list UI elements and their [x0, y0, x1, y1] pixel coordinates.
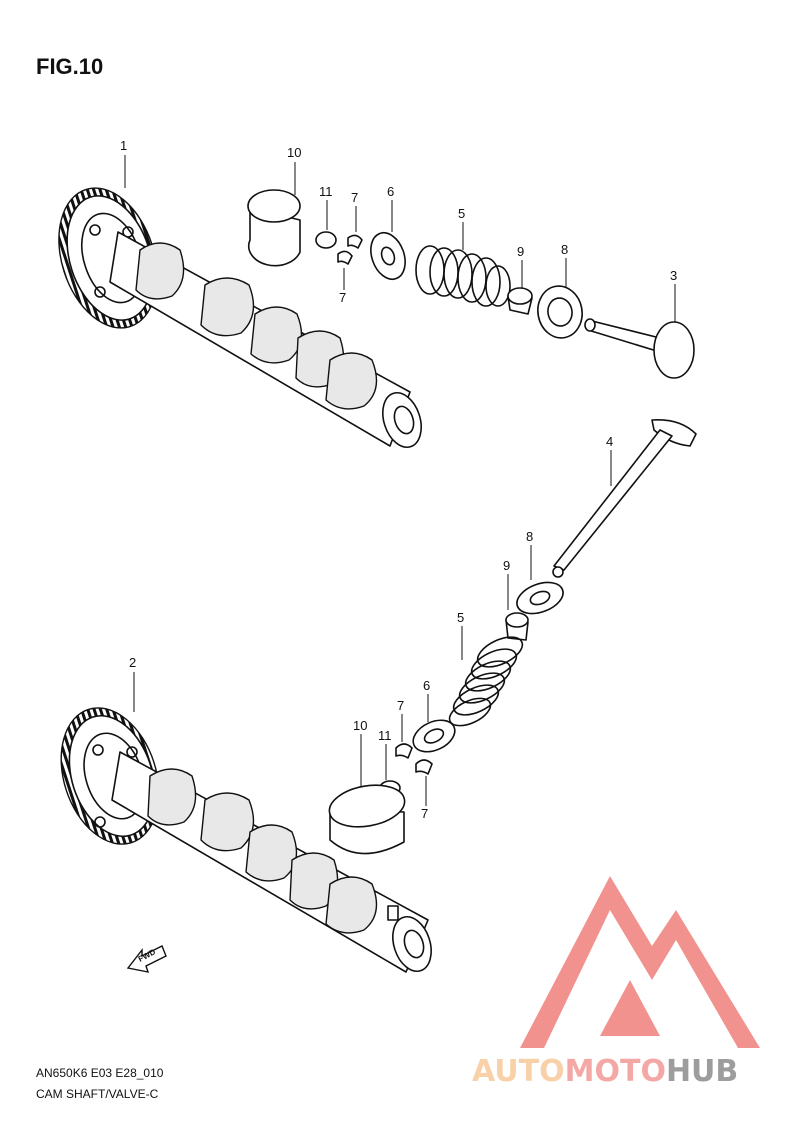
fwd-arrow: FWD [126, 945, 167, 973]
callout-10-lower: 10 [353, 718, 367, 733]
callout-2: 2 [129, 655, 136, 670]
callout-7-lower-top: 7 [397, 698, 404, 713]
watermark-auto: AUTO [472, 1054, 565, 1089]
lower-spring-seat: 6 [412, 678, 456, 753]
watermark-hub: HUB [666, 1054, 738, 1089]
upper-camshaft: 1 [58, 138, 422, 449]
callout-11-lower: 11 [378, 728, 392, 743]
callout-6-lower: 6 [423, 678, 430, 693]
callout-7-upper-bottom: 7 [339, 290, 346, 305]
watermark: AUTOMOTOHUB [472, 876, 760, 1089]
upper-spring-seat: 6 [370, 184, 406, 281]
upper-tappet: 10 [247, 145, 301, 267]
upper-shim: 11 [315, 184, 337, 249]
callout-9-lower: 9 [503, 558, 510, 573]
lower-camshaft: 2 [60, 655, 432, 973]
lower-spring: 5 [448, 610, 524, 727]
footer-model-code: AN650K6 E03 E28_010 [36, 1066, 164, 1080]
figure-title: FIG.10 [36, 54, 103, 79]
watermark-logo [520, 876, 760, 1048]
callout-6-upper: 6 [387, 184, 394, 199]
lower-valve: 4 [552, 418, 697, 578]
upper-retainer: 8 [537, 242, 583, 339]
upper-cotters: 7 7 [337, 190, 363, 305]
lower-tappet: 10 [328, 718, 406, 855]
watermark-moto: MOTO [565, 1054, 666, 1089]
callout-3: 3 [670, 268, 677, 283]
callout-5-lower: 5 [457, 610, 464, 625]
callout-10-upper: 10 [287, 145, 301, 160]
upper-oil-seal: 9 [507, 244, 533, 315]
callout-9-upper: 9 [517, 244, 524, 259]
callout-8-lower: 8 [526, 529, 533, 544]
callout-8-upper: 8 [561, 242, 568, 257]
watermark-text: AUTOMOTOHUB [472, 1054, 738, 1089]
callout-11-upper: 11 [319, 184, 333, 199]
upper-valve: 3 [584, 268, 695, 379]
callout-7-lower-bottom: 7 [421, 806, 428, 821]
callout-1: 1 [120, 138, 127, 153]
upper-spring: 5 [415, 206, 511, 307]
lower-retainer: 8 [516, 529, 564, 615]
callout-4: 4 [606, 434, 613, 449]
lower-cotters: 7 7 [395, 698, 433, 821]
lower-oil-seal: 9 [503, 558, 529, 641]
footer-section: CAM SHAFT/VALVE-C [36, 1087, 159, 1101]
callout-5-upper: 5 [458, 206, 465, 221]
callout-7-upper-top: 7 [351, 190, 358, 205]
